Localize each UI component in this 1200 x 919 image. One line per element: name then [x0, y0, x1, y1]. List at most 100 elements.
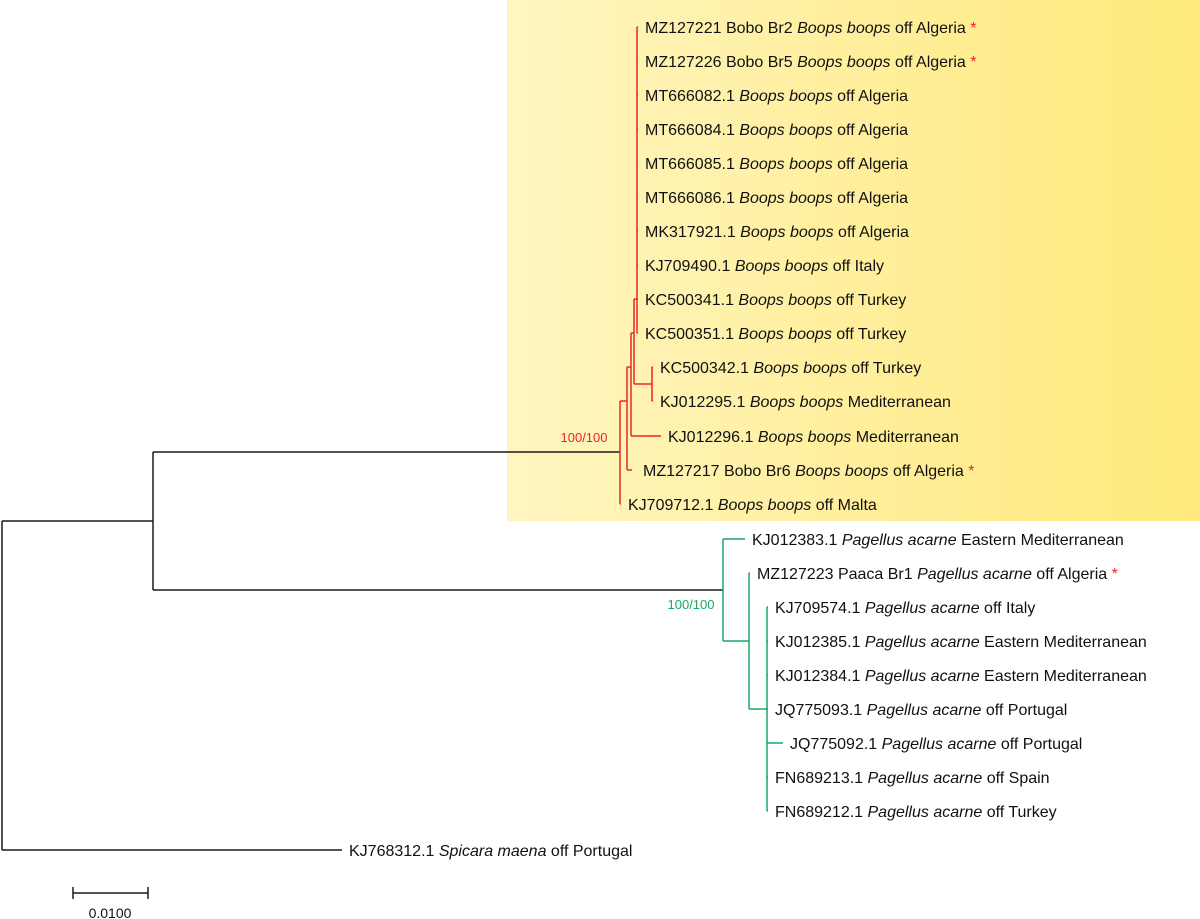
- new-sequence-marker: *: [966, 54, 977, 71]
- locality: off Turkey: [982, 804, 1056, 821]
- locality: off Malta: [811, 497, 877, 514]
- species-name: Boops boops: [735, 190, 833, 207]
- leaf-label: MT666086.1 Boops boops off Algeria: [645, 190, 908, 207]
- locality: off Portugal: [981, 702, 1067, 719]
- accession: KC500351.1: [645, 326, 734, 343]
- leaf-label: MT666084.1 Boops boops off Algeria: [645, 122, 908, 139]
- accession: MT666084.1: [645, 122, 735, 139]
- species-name: Boops boops: [735, 122, 833, 139]
- locality: off Algeria: [833, 122, 908, 139]
- species-name: Boops boops: [791, 463, 889, 480]
- leaf-label: KJ012295.1 Boops boops Mediterranean: [660, 394, 951, 411]
- accession: KC500342.1: [660, 360, 749, 377]
- species-name: Boops boops: [745, 394, 843, 411]
- locality: off Algeria: [1032, 566, 1107, 583]
- species-name: Boops boops: [735, 156, 833, 173]
- locality: Mediterranean: [851, 429, 959, 446]
- species-name: Boops boops: [736, 224, 834, 241]
- tree-branches: [1, 26, 783, 851]
- accession: MZ127221 Bobo Br2: [645, 20, 793, 37]
- leaf-label: KJ709712.1 Boops boops off Malta: [628, 497, 877, 514]
- leaf-label: MT666085.1 Boops boops off Algeria: [645, 156, 908, 173]
- species-name: Boops boops: [793, 54, 891, 71]
- accession: MK317921.1: [645, 224, 736, 241]
- leaf-label: FN689212.1 Pagellus acarne off Turkey: [775, 804, 1057, 821]
- leaf-label: KJ012385.1 Pagellus acarne Eastern Medit…: [775, 634, 1147, 651]
- locality: off Italy: [980, 600, 1036, 617]
- accession: JQ775093.1: [775, 702, 862, 719]
- accession: MZ127223 Paaca Br1: [757, 566, 913, 583]
- locality: off Algeria: [833, 88, 908, 105]
- leaf-label: KJ012383.1 Pagellus acarne Eastern Medit…: [752, 532, 1124, 549]
- locality: Eastern Mediterranean: [980, 634, 1147, 651]
- accession: KJ012384.1: [775, 668, 861, 685]
- leaf-label: KJ012296.1 Boops boops Mediterranean: [668, 429, 959, 446]
- accession: MT666086.1: [645, 190, 735, 207]
- locality: off Turkey: [832, 292, 906, 309]
- accession: KJ012295.1: [660, 394, 746, 411]
- species-name: Spicara maena: [434, 843, 546, 860]
- tree-leaf-labels: KJ768312.1 Spicara maena off PortugalKJ7…: [349, 20, 1147, 860]
- locality: Mediterranean: [843, 394, 951, 411]
- species-name: Pagellus acarne: [860, 634, 979, 651]
- species-name: Pagellus acarne: [837, 532, 956, 549]
- leaf-label: MT666082.1 Boops boops off Algeria: [645, 88, 908, 105]
- new-sequence-marker: *: [964, 463, 975, 480]
- boops-support-value: 100/100: [561, 430, 608, 445]
- locality: off Algeria: [891, 20, 966, 37]
- leaf-label: MZ127221 Bobo Br2 Boops boops off Algeri…: [645, 20, 977, 37]
- locality: Eastern Mediterranean: [980, 668, 1147, 685]
- species-name: Boops boops: [749, 360, 847, 377]
- locality: off Italy: [828, 258, 884, 275]
- boops-clade-highlight: [507, 0, 1200, 521]
- species-name: Pagellus acarne: [877, 736, 996, 753]
- species-name: Boops boops: [734, 292, 832, 309]
- leaf-label: KJ709490.1 Boops boops off Italy: [645, 258, 884, 275]
- accession: MZ127226 Bobo Br5: [645, 54, 793, 71]
- locality: off Algeria: [834, 224, 909, 241]
- accession: KJ709712.1: [628, 497, 714, 514]
- locality: off Algeria: [833, 156, 908, 173]
- leaf-label: JQ775093.1 Pagellus acarne off Portugal: [775, 702, 1067, 719]
- species-name: Boops boops: [734, 326, 832, 343]
- accession: KJ012385.1: [775, 634, 861, 651]
- leaf-label: KJ012384.1 Pagellus acarne Eastern Medit…: [775, 668, 1147, 685]
- accession: KJ012383.1: [752, 532, 838, 549]
- species-name: Pagellus acarne: [862, 702, 981, 719]
- accession: KJ709574.1: [775, 600, 861, 617]
- locality: off Portugal: [546, 843, 632, 860]
- pagellus-support-value: 100/100: [668, 597, 715, 612]
- locality: off Turkey: [832, 326, 906, 343]
- accession: KJ768312.1: [349, 843, 435, 860]
- species-name: Boops boops: [753, 429, 851, 446]
- accession: MT666085.1: [645, 156, 735, 173]
- leaf-label: JQ775092.1 Pagellus acarne off Portugal: [790, 736, 1082, 753]
- accession: FN689213.1: [775, 770, 863, 787]
- leaf-label: FN689213.1 Pagellus acarne off Spain: [775, 770, 1050, 787]
- locality: off Algeria: [889, 463, 964, 480]
- accession: MT666082.1: [645, 88, 735, 105]
- leaf-label: KC500342.1 Boops boops off Turkey: [660, 360, 921, 377]
- leaf-label: MK317921.1 Boops boops off Algeria: [645, 224, 909, 241]
- accession: KJ012296.1: [668, 429, 754, 446]
- species-name: Pagellus acarne: [863, 770, 982, 787]
- locality: off Turkey: [847, 360, 921, 377]
- species-name: Pagellus acarne: [860, 668, 979, 685]
- species-name: Pagellus acarne: [863, 804, 982, 821]
- new-sequence-marker: *: [1107, 566, 1118, 583]
- leaf-label: MZ127226 Bobo Br5 Boops boops off Algeri…: [645, 54, 977, 71]
- scale-bar-label: 0.0100: [89, 905, 132, 919]
- species-name: Boops boops: [730, 258, 828, 275]
- locality: off Spain: [982, 770, 1049, 787]
- accession: JQ775092.1: [790, 736, 877, 753]
- leaf-label: MZ127217 Bobo Br6 Boops boops off Algeri…: [643, 463, 975, 480]
- locality: off Portugal: [996, 736, 1082, 753]
- locality: off Algeria: [891, 54, 966, 71]
- leaf-label: MZ127223 Paaca Br1 Pagellus acarne off A…: [757, 566, 1118, 583]
- leaf-label: KC500341.1 Boops boops off Turkey: [645, 292, 906, 309]
- accession: MZ127217 Bobo Br6: [643, 463, 791, 480]
- leaf-label: KJ768312.1 Spicara maena off Portugal: [349, 843, 632, 860]
- species-name: Pagellus acarne: [913, 566, 1032, 583]
- locality: off Algeria: [833, 190, 908, 207]
- scale-bar: 0.0100: [72, 887, 149, 919]
